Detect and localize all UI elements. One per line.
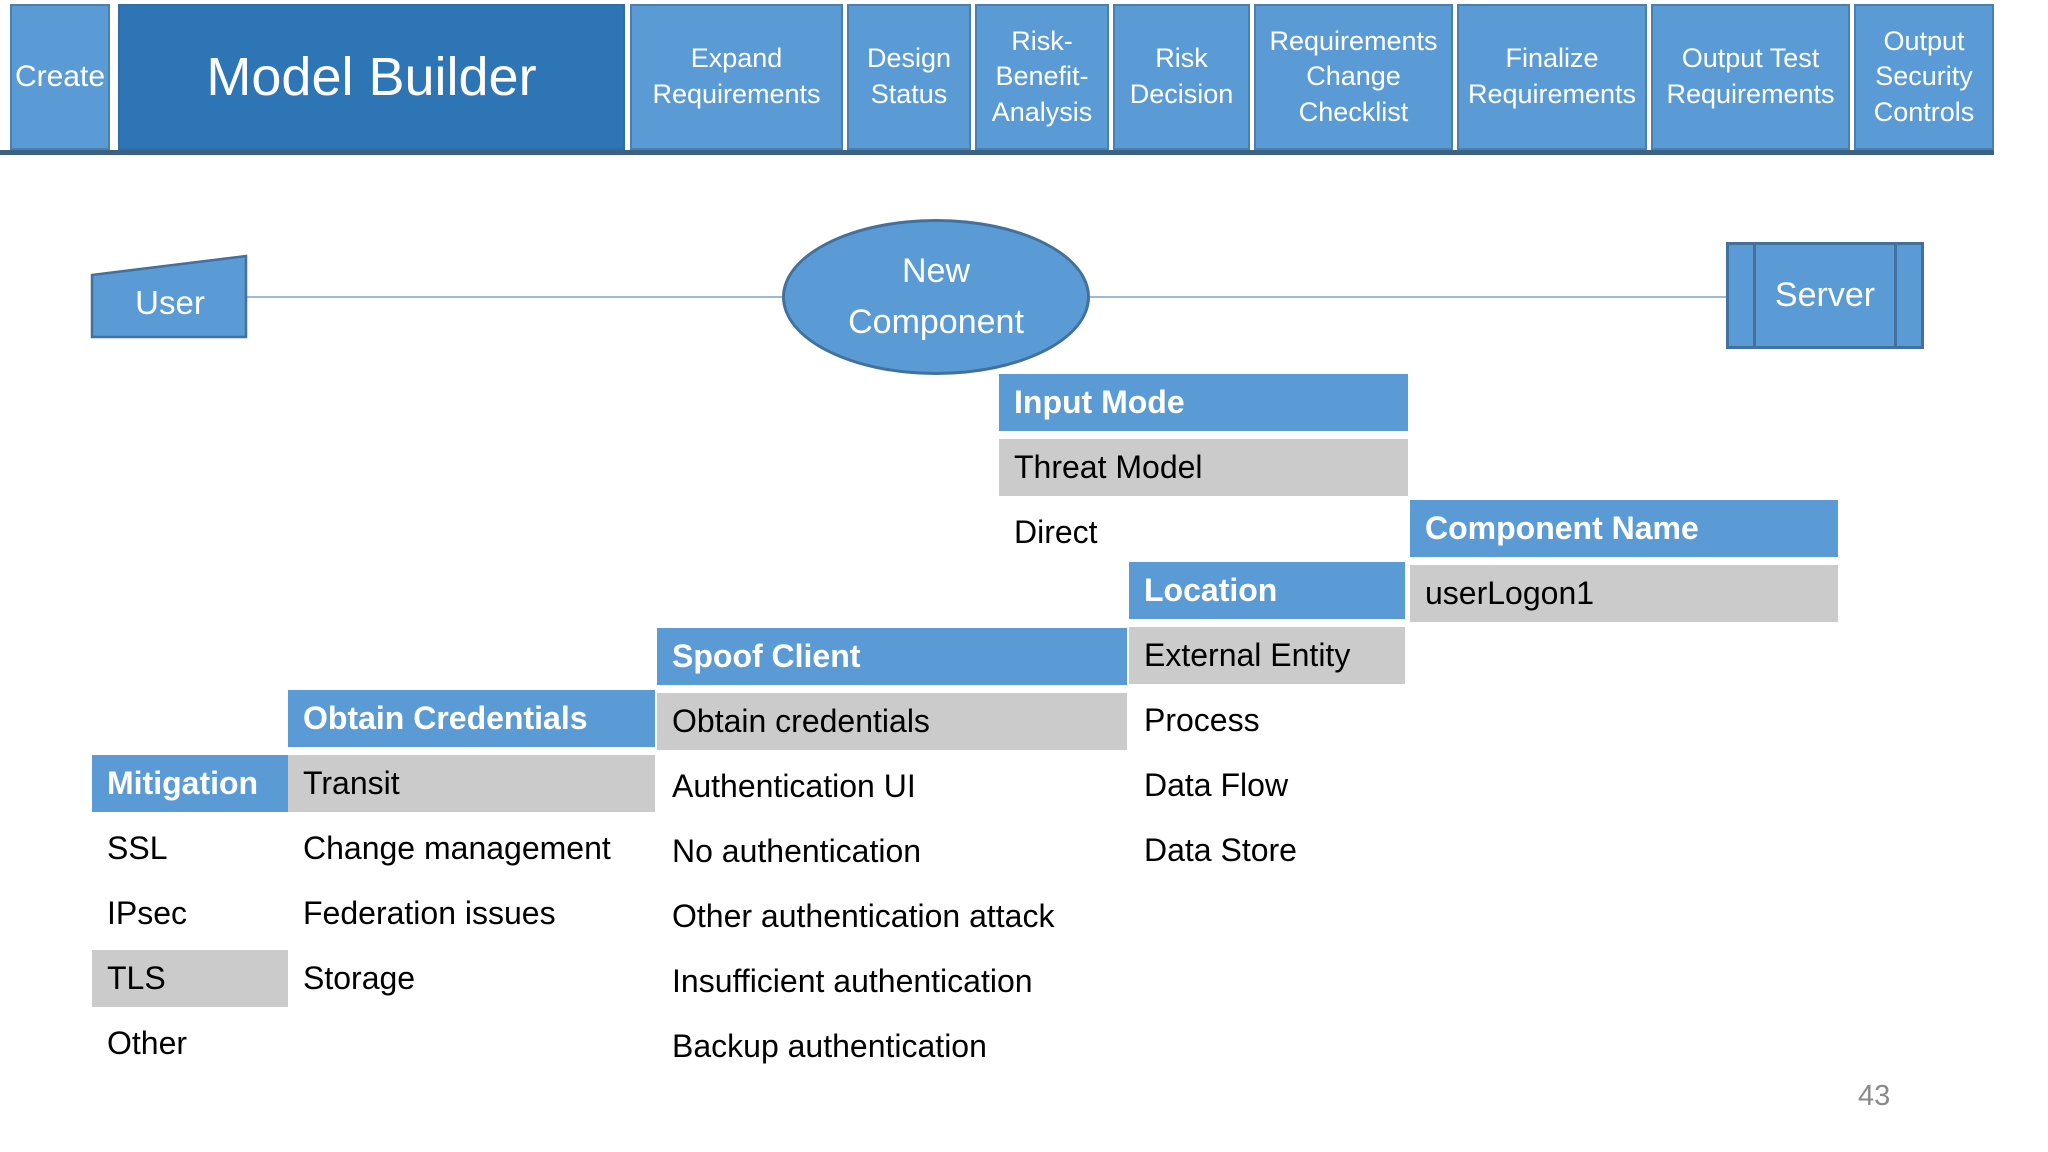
mitigation-menu: Mitigation SSL IPsec TLS Other bbox=[92, 755, 288, 1072]
server-shape-right-bar bbox=[1894, 245, 1897, 346]
menu-item-tls[interactable]: TLS bbox=[92, 950, 288, 1007]
spoof-client-menu-header[interactable]: Spoof Client bbox=[657, 628, 1127, 685]
menu-item-threat-model[interactable]: Threat Model bbox=[999, 439, 1408, 496]
output-test-requirements-button[interactable]: Output Test Requirements bbox=[1651, 4, 1850, 150]
menu-item-direct[interactable]: Direct bbox=[1014, 514, 1098, 550]
server-shape[interactable]: Server bbox=[1726, 242, 1924, 349]
component-name-menu-header[interactable]: Component Name bbox=[1410, 500, 1838, 557]
spoof-client-menu: Spoof Client Obtain credentials Authenti… bbox=[657, 628, 1127, 1075]
risk-benefit-analysis-button[interactable]: Risk-Benefit-Analysis bbox=[975, 4, 1109, 150]
menu-item-transit[interactable]: Transit bbox=[288, 755, 655, 812]
menu-item-other-authentication-attack[interactable]: Other authentication attack bbox=[672, 898, 1055, 934]
menu-item-backup-authentication[interactable]: Backup authentication bbox=[672, 1028, 987, 1064]
server-label: Server bbox=[1774, 276, 1876, 314]
output-security-controls-button[interactable]: Output Security Controls bbox=[1854, 4, 1994, 150]
create-button[interactable]: Create bbox=[10, 4, 110, 150]
new-component-ellipse[interactable]: New Component bbox=[782, 219, 1090, 375]
menu-item-ipsec[interactable]: IPsec bbox=[107, 895, 188, 931]
menu-item-data-flow[interactable]: Data Flow bbox=[1144, 767, 1289, 803]
menu-item-federation-issues[interactable]: Federation issues bbox=[303, 895, 556, 931]
design-status-button[interactable]: Design Status bbox=[847, 4, 971, 150]
menu-item-ssl[interactable]: SSL bbox=[107, 830, 168, 866]
slide-page-number: 43 bbox=[1858, 1080, 1891, 1112]
location-menu: Location External Entity Process Data Fl… bbox=[1129, 562, 1405, 879]
obtain-credentials-menu-header[interactable]: Obtain Credentials bbox=[288, 690, 655, 747]
menu-item-external-entity[interactable]: External Entity bbox=[1129, 627, 1405, 684]
risk-decision-button[interactable]: Risk Decision bbox=[1113, 4, 1250, 150]
server-shape-left-bar bbox=[1753, 245, 1756, 346]
input-mode-menu: Input Mode Threat Model Direct bbox=[999, 374, 1408, 561]
expand-requirements-button[interactable]: Expand Requirements bbox=[630, 4, 843, 150]
menu-item-change-management[interactable]: Change management bbox=[303, 830, 611, 866]
user-entity-outline bbox=[90, 254, 248, 339]
menu-item-storage[interactable]: Storage bbox=[303, 960, 416, 996]
location-menu-header[interactable]: Location bbox=[1129, 562, 1405, 619]
app-title: Model Builder bbox=[118, 4, 625, 150]
menu-item-component-name-value[interactable]: userLogon1 bbox=[1410, 565, 1838, 622]
toolbar-underline bbox=[0, 150, 1994, 155]
menu-item-other[interactable]: Other bbox=[107, 1025, 188, 1061]
menu-item-process[interactable]: Process bbox=[1144, 702, 1260, 738]
menu-item-no-authentication[interactable]: No authentication bbox=[672, 833, 922, 869]
menu-item-data-store[interactable]: Data Store bbox=[1144, 832, 1297, 868]
requirements-change-checklist-button[interactable]: Requirements Change Checklist bbox=[1254, 4, 1453, 150]
mitigation-menu-header[interactable]: Mitigation bbox=[92, 755, 288, 812]
menu-item-insufficient-authentication[interactable]: Insufficient authentication bbox=[672, 963, 1033, 999]
new-component-label: New Component bbox=[848, 252, 1024, 341]
user-entity-shape[interactable]: User bbox=[90, 254, 250, 340]
menu-item-obtain-credentials[interactable]: Obtain credentials bbox=[657, 693, 1127, 750]
component-name-menu: Component Name userLogon1 bbox=[1410, 500, 1838, 622]
finalize-requirements-button[interactable]: Finalize Requirements bbox=[1457, 4, 1647, 150]
user-entity-label: User bbox=[135, 284, 205, 321]
menu-item-authentication-ui[interactable]: Authentication UI bbox=[672, 768, 916, 804]
input-mode-menu-header[interactable]: Input Mode bbox=[999, 374, 1408, 431]
obtain-credentials-menu: Obtain Credentials Transit Change manage… bbox=[288, 690, 655, 1007]
